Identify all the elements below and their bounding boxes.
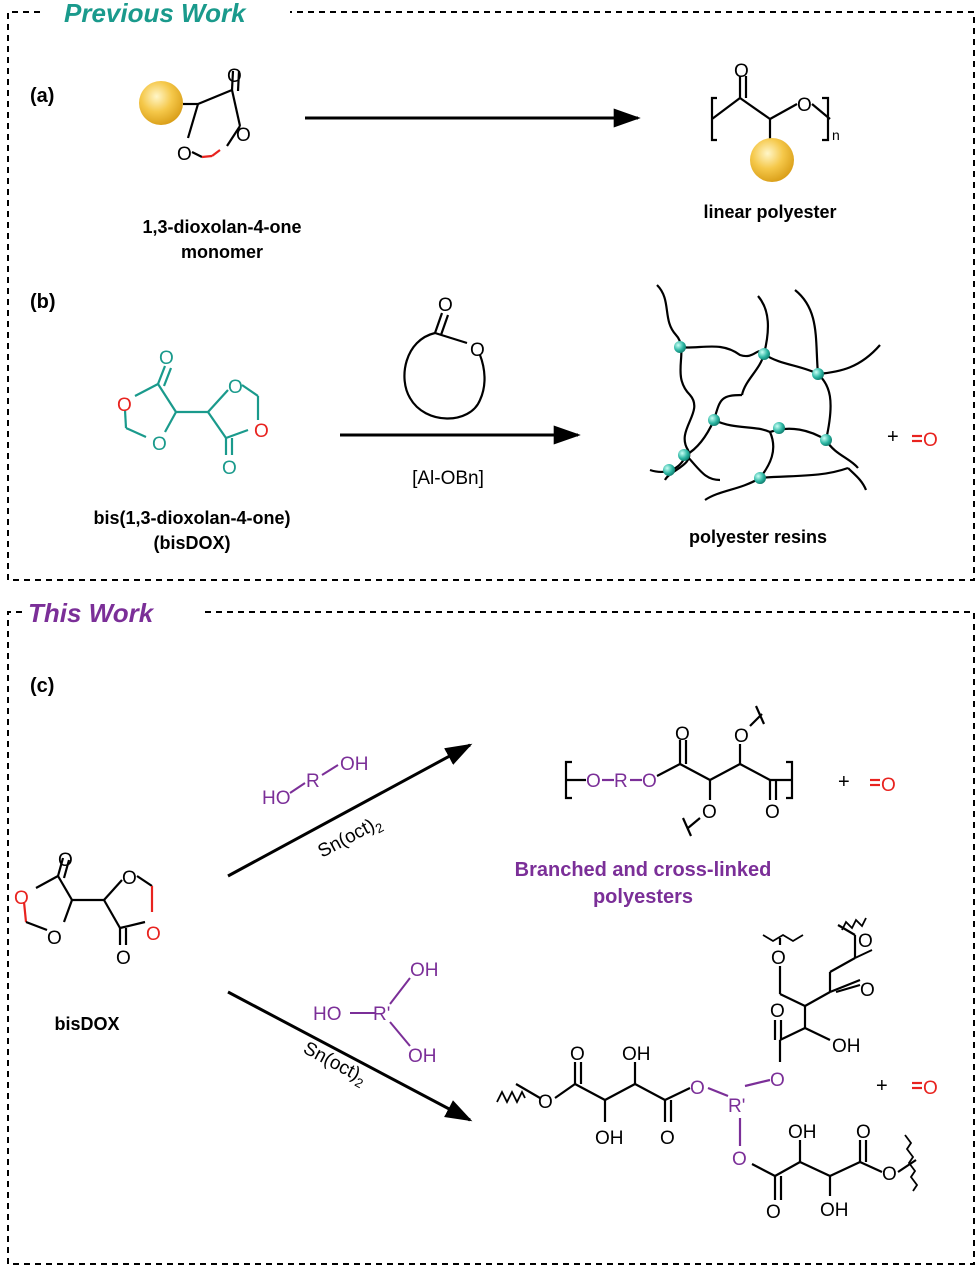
triol-oh-top: OH [410, 960, 439, 981]
atom-o: O [146, 924, 161, 945]
svg-text:O: O [770, 1001, 785, 1022]
catalyst-al-obn: [Al-OBn] [412, 468, 484, 489]
atom-o: O [177, 144, 192, 165]
atom-o: O [586, 771, 601, 792]
atom-o: O [122, 868, 137, 889]
formaldehyde-o: O [923, 430, 938, 451]
reaction-arrow-c-lower [227, 990, 473, 1122]
svg-text:O: O [856, 1122, 871, 1143]
plus-sign: + [838, 771, 850, 793]
chain-r: R [614, 771, 628, 792]
bisdox-monomer-teal [123, 365, 260, 455]
atom-o: O [14, 888, 29, 909]
atom-o: O [47, 928, 62, 949]
branched-label-line1: Branched and cross-linked [515, 859, 772, 881]
previous-work-title: Previous Work [64, 0, 247, 28]
panel-c-tag: (c) [30, 675, 54, 697]
plus-sign: + [887, 426, 899, 448]
bisdox-label-line2: (bisDOX) [153, 533, 230, 553]
atom-o: O [117, 395, 132, 416]
svg-text:OH: OH [595, 1128, 624, 1149]
atom-o: O [642, 771, 657, 792]
atom-o: O [797, 95, 812, 116]
atom-o: O [236, 125, 251, 146]
crosslinked-atoms: O O OH OH O O R' O O O OH O O O O OH OH … [538, 931, 897, 1223]
atom-o: O [734, 61, 749, 82]
monomer-label-line1: 1,3-dioxolan-4-one [142, 217, 301, 237]
svg-text:O: O [690, 1078, 705, 1099]
diol-r: R [306, 771, 320, 792]
svg-text:O: O [771, 948, 786, 969]
atom-o: O [438, 295, 453, 316]
atom-o: O [222, 458, 237, 479]
atom-o: O [228, 377, 243, 398]
this-work-title: This Work [28, 598, 155, 628]
previous-work-box [7, 11, 975, 581]
svg-text:O: O [660, 1128, 675, 1149]
diol-ho: HO [262, 788, 291, 809]
triol-r-prime: R' [373, 1004, 390, 1025]
atom-o: O [116, 948, 131, 969]
formaldehyde-o: O [881, 775, 896, 796]
atom-o: O [152, 434, 167, 455]
panel-a-tag: (a) [30, 85, 54, 107]
svg-text:OH: OH [820, 1200, 849, 1221]
formaldehyde-o: O [923, 1078, 938, 1099]
linear-polyester [710, 76, 831, 142]
polyester-resin-network [649, 284, 881, 501]
dioxolanone-monomer [183, 70, 242, 159]
svg-text:O: O [770, 1070, 785, 1091]
svg-text:O: O [860, 980, 875, 1001]
reaction-arrow-c-upper [227, 743, 473, 878]
monomer-label-line2: monomer [181, 242, 263, 262]
atom-o: O [58, 850, 73, 871]
triol-ho: HO [313, 1004, 342, 1025]
svg-text:O: O [766, 1202, 781, 1223]
atom-o: O [734, 726, 749, 747]
svg-text:OH: OH [622, 1044, 651, 1065]
repeat-subscript: n [832, 127, 840, 143]
svg-text:O: O [570, 1044, 585, 1065]
svg-text:OH: OH [788, 1122, 817, 1143]
panel-b-tag: (b) [30, 291, 56, 313]
diol-oh: OH [340, 754, 369, 775]
catalyst-sn-oct-upper: Sn(oct)2 [314, 812, 386, 865]
atom-o: O [702, 802, 717, 823]
this-work-box [7, 611, 975, 1265]
bisdox-label: bisDOX [54, 1014, 119, 1034]
bisdox-monomer [22, 857, 154, 945]
svg-text:O: O [538, 1092, 553, 1113]
atom-o: O [227, 66, 242, 87]
svg-text:O: O [732, 1149, 747, 1170]
linear-polyester-label: linear polyester [703, 202, 836, 222]
svg-text:OH: OH [832, 1036, 861, 1057]
svg-text:O: O [858, 931, 873, 952]
atom-o: O [765, 802, 780, 823]
substituent-sphere [750, 138, 794, 182]
triol-reagent [350, 977, 411, 1047]
atom-o: O [254, 421, 269, 442]
branched-polyester [564, 705, 794, 837]
branched-label-line2: polyesters [593, 886, 693, 908]
diol-reagent [289, 764, 339, 794]
polyester-resins-label: polyester resins [689, 527, 827, 547]
svg-text:R': R' [728, 1096, 745, 1117]
cyclic-lactone [403, 312, 486, 420]
triol-oh-bottom: OH [408, 1046, 437, 1067]
atom-o: O [675, 724, 690, 745]
atom-o: O [159, 348, 174, 369]
atom-o: O [470, 340, 485, 361]
svg-text:O: O [882, 1164, 897, 1185]
bisdox-label-line1: bis(1,3-dioxolan-4-one) [93, 508, 290, 528]
crosslinked-polyester [496, 917, 919, 1200]
plus-sign: + [876, 1075, 888, 1097]
catalyst-sn-oct-lower: Sn(oct)2 [298, 1038, 370, 1091]
crosslink-beads [663, 341, 832, 484]
substituent-sphere [139, 81, 183, 125]
